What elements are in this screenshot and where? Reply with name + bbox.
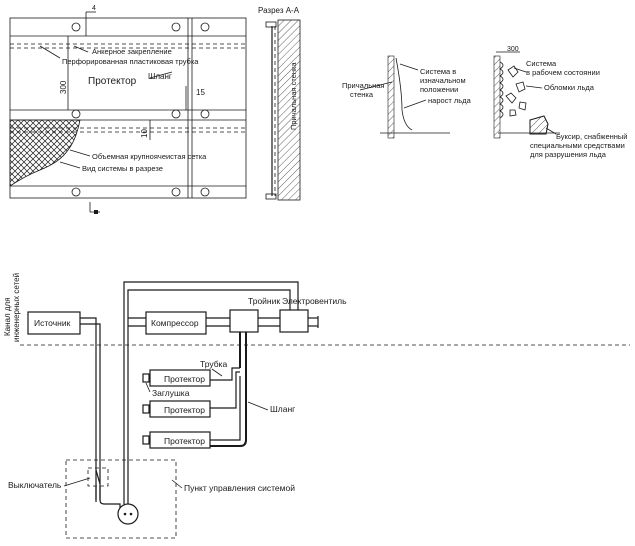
tug-label-1: Буксир, снабженный [556, 132, 627, 141]
section-wall-label: Причальная стенка [289, 62, 298, 130]
mesh-label: Объемная крупноячеистая сетка [92, 152, 207, 161]
valve-box [279, 309, 309, 333]
dim-10: 10 [140, 129, 149, 138]
tug-label-2: специальными средствами [530, 141, 625, 150]
dim-top: 4 [92, 5, 96, 12]
tube-label: Трубка [200, 359, 227, 369]
mesh-cutaway [9, 119, 81, 187]
protector-bulges [499, 61, 504, 119]
wall-label-1: Причальная [342, 81, 385, 90]
hose-label-bottom: Шланг [270, 404, 295, 414]
source-label: Источник [34, 318, 71, 328]
debris-label: Обломки льда [544, 83, 595, 92]
protector-3: Протектор [142, 431, 211, 449]
protector-label: Протектор [88, 76, 137, 87]
tug-boat [529, 115, 549, 135]
valve-label: Электровентиль [282, 296, 347, 306]
plug-label: Заглушка [152, 388, 190, 398]
dim-15: 15 [196, 88, 205, 97]
initial-label-1: Система в [420, 67, 456, 76]
system-schematic: Канал для инженерных сетей Источник Комп… [3, 273, 630, 539]
anchor-label: Анкерное закрепление [92, 47, 172, 56]
control-point-box [65, 459, 177, 539]
anchor-points [71, 22, 210, 197]
ice-label: нарост льда [428, 96, 472, 105]
working-label-1: Система [526, 59, 557, 68]
svg-text:Протектор: Протектор [164, 405, 205, 415]
quay-wall [277, 19, 301, 201]
wall-label-2: стенка [350, 90, 374, 99]
dim-300: 300 [59, 80, 68, 94]
hose-label: Шланг [148, 72, 172, 81]
tee-label: Тройник [248, 296, 280, 306]
tug-label-3: для разрушения льда [530, 150, 607, 159]
svg-text:Протектор: Протектор [164, 436, 205, 446]
initial-label-2: изначальном [420, 76, 466, 85]
working-label-2: в рабочем состоянии [526, 68, 600, 77]
tee-box [229, 309, 259, 333]
section-title: Разрез А-А [258, 6, 300, 15]
perforated-tube-label: Перфорированная пластиковая трубка [62, 57, 199, 66]
section-aa: Разрез А-А Причальная стенка [258, 6, 301, 201]
channel-label-2: инженерных сетей [12, 273, 21, 342]
dim-300-right: 300 [507, 46, 519, 53]
channel-label-1: Канал для [3, 297, 12, 336]
protector-1: Протектор [142, 369, 211, 387]
source-box [27, 311, 81, 335]
states-view: Причальная стенка Система в изначальном … [342, 46, 627, 159]
control-label: Пункт управления системой [184, 483, 295, 493]
plan-view: 4 300 15 10 Анкерное закрепление Перфори… [9, 5, 247, 214]
control-device [117, 503, 139, 525]
initial-label-3: положении [420, 85, 458, 94]
plan-frame [9, 17, 247, 199]
compressor-label: Компрессор [151, 318, 199, 328]
main-hose [210, 332, 247, 447]
section-view-label: Вид системы в разрезе [82, 164, 163, 173]
protector-2: Протектор [142, 400, 211, 418]
switch-box [87, 467, 109, 487]
switch-label: Выключатель [8, 480, 62, 490]
svg-text:Протектор: Протектор [164, 374, 205, 384]
ice-debris [505, 65, 527, 117]
compressor-box [145, 311, 207, 335]
